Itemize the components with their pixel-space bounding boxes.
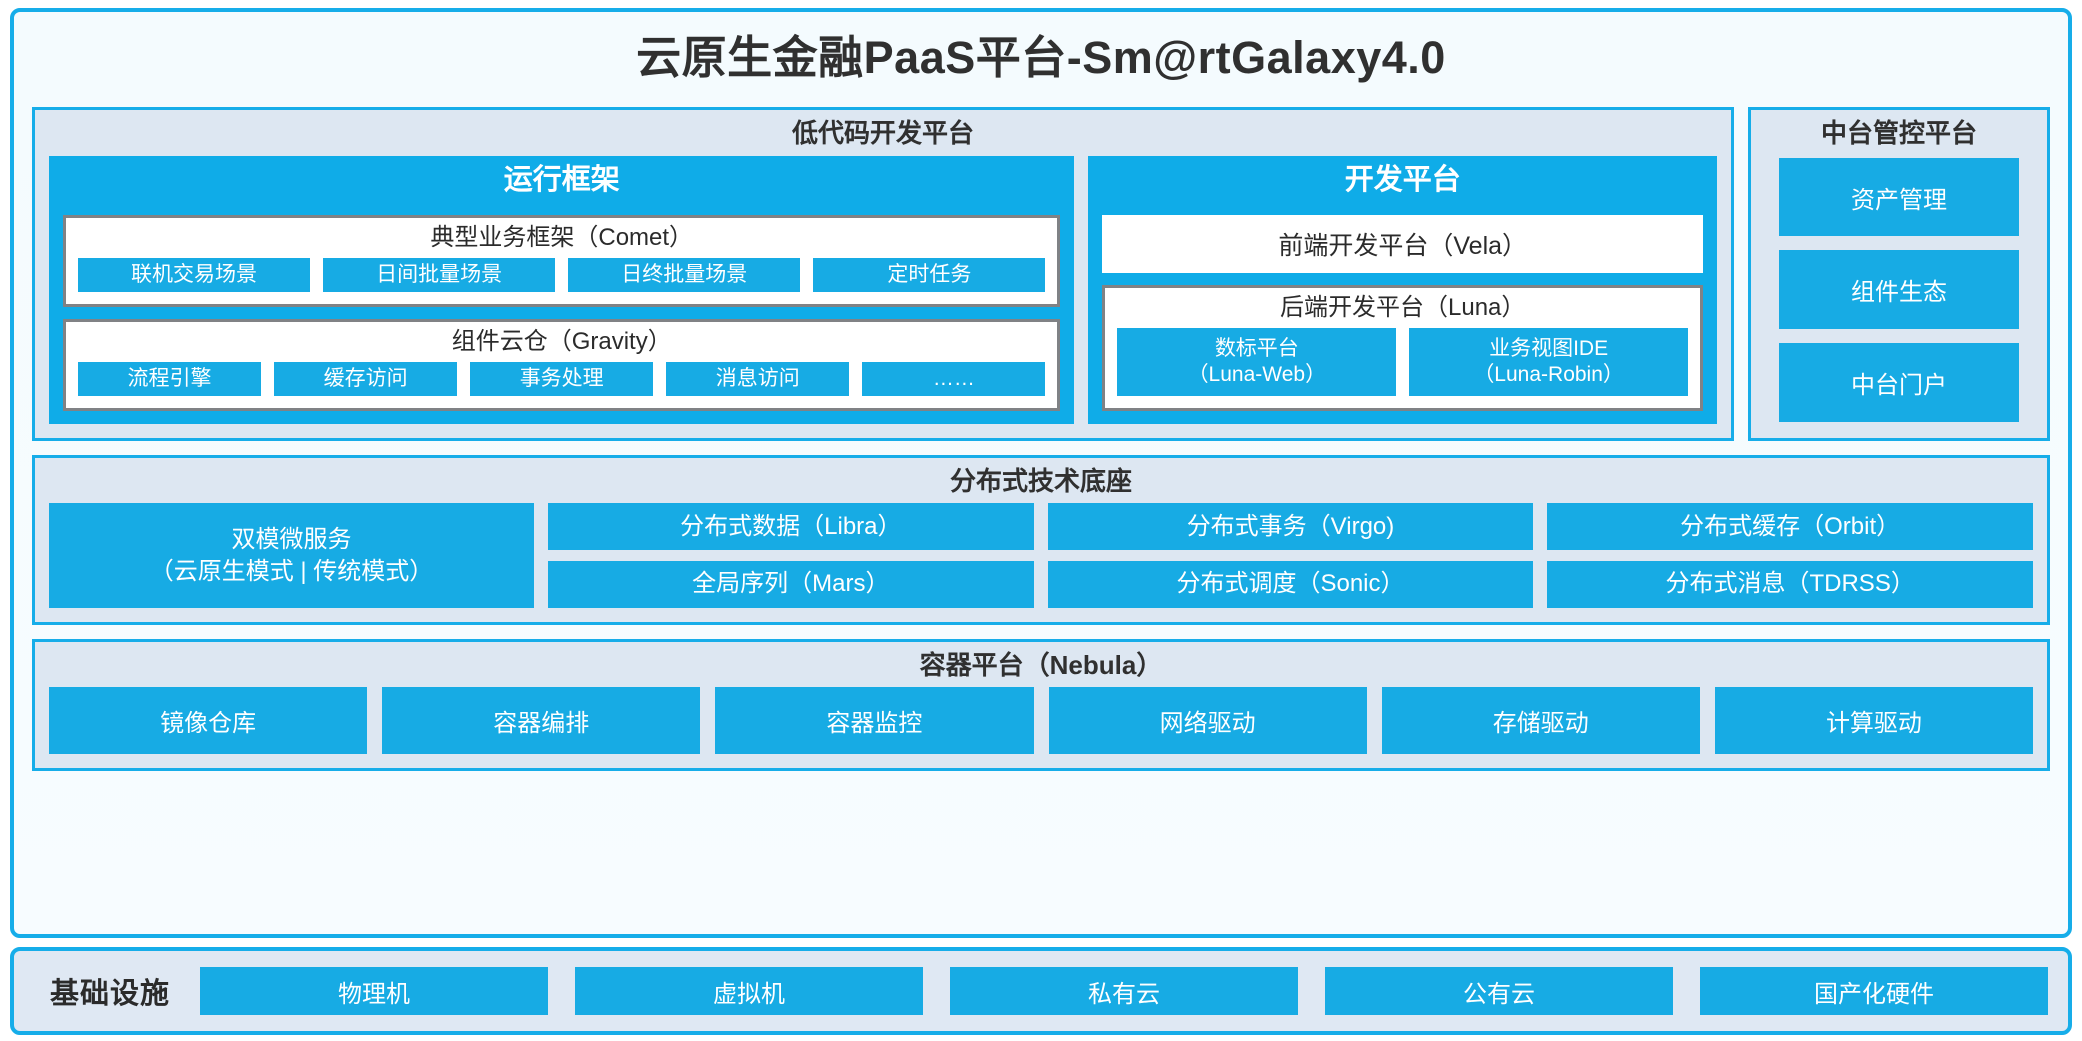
runtime-framework-title: 运行框架 bbox=[503, 163, 620, 196]
gravity-title: 组件云仓（Gravity） bbox=[451, 327, 672, 355]
gravity-chip-row: 流程引擎 缓存访问 事务处理 消息访问 …… bbox=[78, 362, 1046, 396]
gravity-item[interactable]: 事务处理 bbox=[470, 362, 654, 396]
infra-item-public-cloud[interactable]: 公有云 bbox=[1325, 967, 1674, 1015]
comet-item[interactable]: 联机交易场景 bbox=[78, 258, 311, 292]
base-item-mars[interactable]: 全局序列（Mars） bbox=[548, 561, 1034, 608]
base-item-orbit[interactable]: 分布式缓存（Orbit） bbox=[1547, 503, 2033, 551]
midoffice-item-asset-management[interactable]: 资产管理 bbox=[1779, 157, 2019, 237]
comet-chip-row: 联机交易场景 日间批量场景 日终批量场景 定时任务 bbox=[78, 258, 1046, 292]
page-title: 云原生金融PaaS平台-Sm@rtGalaxy4.0 bbox=[636, 32, 1446, 83]
dev-platform-card[interactable]: 开发平台 前端开发平台（Vela） 后端开发平台（Luna） 数标平台 （Lun… bbox=[1088, 155, 1717, 424]
dev-platform-title: 开发平台 bbox=[1344, 163, 1461, 196]
infra-item-domestic-hardware[interactable]: 国产化硬件 bbox=[1700, 967, 2049, 1015]
container-item-compute-driver[interactable]: 计算驱动 bbox=[1714, 687, 2034, 754]
distributed-base-panel[interactable]: 分布式技术底座 双模微服务 （云原生模式 | 传统模式） 分布式数据（Libra… bbox=[32, 454, 2050, 625]
platform-frame: 云原生金融PaaS平台-Sm@rtGalaxy4.0 低代码开发平台 运行框架 … bbox=[10, 8, 2072, 938]
container-item-image-registry[interactable]: 镜像仓库 bbox=[49, 687, 368, 754]
runtime-framework-card[interactable]: 运行框架 典型业务框架（Comet） 联机交易场景 日间批量场景 日终批量场景 … bbox=[49, 155, 1075, 424]
infrastructure-label: 基础设施 bbox=[50, 978, 171, 1010]
infra-item-private-cloud[interactable]: 私有云 bbox=[950, 967, 1299, 1015]
container-item-network-driver[interactable]: 网络驱动 bbox=[1048, 687, 1367, 754]
infrastructure-items: 物理机 虚拟机 私有云 公有云 国产化硬件 bbox=[200, 967, 2052, 1015]
midoffice-title: 中台管控平台 bbox=[1820, 118, 1977, 149]
gravity-item[interactable]: 流程引擎 bbox=[78, 362, 262, 396]
comet-item[interactable]: 日终批量场景 bbox=[568, 258, 801, 292]
vela-frontend-platform[interactable]: 前端开发平台（Vela） bbox=[1102, 214, 1703, 273]
container-platform-panel[interactable]: 容器平台（Nebula） 镜像仓库 容器编排 容器监控 网络驱动 存储驱动 计算… bbox=[32, 638, 2050, 771]
base-item-tdrss[interactable]: 分布式消息（TDRSS） bbox=[1547, 561, 2033, 608]
midoffice-control-panel[interactable]: 中台管控平台 资产管理 组件生态 中台门户 bbox=[1748, 107, 2050, 441]
top-row: 低代码开发平台 运行框架 典型业务框架（Comet） 联机交易场景 日间批量场景… bbox=[32, 107, 2050, 441]
lowcode-platform-title: 低代码开发平台 bbox=[791, 118, 974, 149]
base-item-sonic[interactable]: 分布式调度（Sonic） bbox=[1047, 561, 1534, 608]
infra-item-virtual-machine[interactable]: 虚拟机 bbox=[575, 967, 924, 1015]
gravity-group[interactable]: 组件云仓（Gravity） 流程引擎 缓存访问 事务处理 消息访问 …… bbox=[63, 318, 1061, 411]
luna-robin-item[interactable]: 业务视图IDE （Luna-Robin） bbox=[1409, 328, 1689, 396]
comet-item[interactable]: 日间批量场景 bbox=[323, 258, 556, 292]
container-platform-title: 容器平台（Nebula） bbox=[919, 649, 1163, 680]
distributed-base-title: 分布式技术底座 bbox=[949, 465, 1132, 496]
comet-item[interactable]: 定时任务 bbox=[813, 258, 1046, 292]
luna-title: 后端开发平台（Luna） bbox=[1280, 293, 1526, 321]
luna-chip-row: 数标平台 （Luna-Web） 业务视图IDE （Luna-Robin） bbox=[1117, 328, 1689, 396]
dual-mode-microservice-chip[interactable]: 双模微服务 （云原生模式 | 传统模式） bbox=[49, 503, 534, 608]
infra-item-physical-machine[interactable]: 物理机 bbox=[200, 967, 549, 1015]
gravity-item-more[interactable]: …… bbox=[862, 362, 1046, 396]
base-item-virgo[interactable]: 分布式事务（Virgo) bbox=[1047, 503, 1534, 551]
lowcode-platform-panel[interactable]: 低代码开发平台 运行框架 典型业务框架（Comet） 联机交易场景 日间批量场景… bbox=[32, 107, 1734, 441]
distributed-base-grid: 分布式数据（Libra） 分布式事务（Virgo) 分布式缓存（Orbit） 全… bbox=[548, 503, 2033, 608]
midoffice-item-component-ecosystem[interactable]: 组件生态 bbox=[1779, 250, 2019, 330]
gravity-item[interactable]: 缓存访问 bbox=[274, 362, 458, 396]
base-item-libra[interactable]: 分布式数据（Libra） bbox=[548, 503, 1034, 551]
infrastructure-bar: 基础设施 物理机 虚拟机 私有云 公有云 国产化硬件 bbox=[10, 947, 2072, 1035]
distributed-base-body: 双模微服务 （云原生模式 | 传统模式） 分布式数据（Libra） 分布式事务（… bbox=[35, 503, 2047, 621]
luna-backend-group[interactable]: 后端开发平台（Luna） 数标平台 （Luna-Web） 业务视图IDE （Lu… bbox=[1102, 284, 1703, 411]
midoffice-body: 资产管理 组件生态 中台门户 bbox=[1751, 156, 2047, 438]
container-platform-body: 镜像仓库 容器编排 容器监控 网络驱动 存储驱动 计算驱动 bbox=[35, 687, 2047, 767]
container-item-storage-driver[interactable]: 存储驱动 bbox=[1381, 687, 1700, 754]
container-item-monitoring[interactable]: 容器监控 bbox=[715, 687, 1034, 754]
container-item-orchestration[interactable]: 容器编排 bbox=[382, 687, 701, 754]
dual-mode-microservice-wrapper: 双模微服务 （云原生模式 | 传统模式） bbox=[49, 503, 534, 608]
comet-title: 典型业务框架（Comet） bbox=[430, 223, 694, 251]
lowcode-platform-body: 运行框架 典型业务框架（Comet） 联机交易场景 日间批量场景 日终批量场景 … bbox=[35, 155, 1731, 438]
gravity-item[interactable]: 消息访问 bbox=[666, 362, 850, 396]
midoffice-item-portal[interactable]: 中台门户 bbox=[1779, 343, 2019, 422]
luna-web-item[interactable]: 数标平台 （Luna-Web） bbox=[1117, 328, 1397, 396]
comet-group[interactable]: 典型业务框架（Comet） 联机交易场景 日间批量场景 日终批量场景 定时任务 bbox=[63, 214, 1061, 307]
